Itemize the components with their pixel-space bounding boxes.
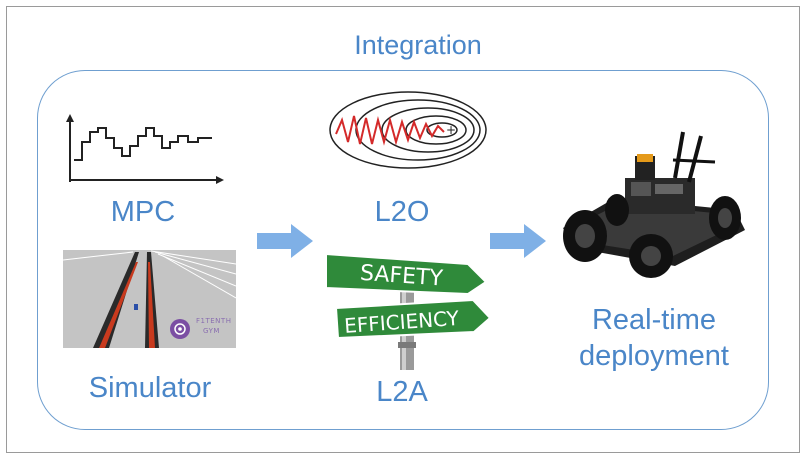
simulator-screenshot: F1TENTH GYM (63, 250, 236, 348)
svg-text:+: + (446, 123, 456, 137)
deployment-label-line1: Real-time (591, 304, 717, 336)
arrow-right-2-icon (490, 224, 546, 258)
safety-sign-text: SAFETY (359, 261, 444, 292)
simulator-label: Simulator (88, 372, 212, 404)
mpc-plot-icon (66, 114, 224, 184)
integration-box (37, 70, 769, 430)
l2o-label: L2O (374, 196, 430, 228)
l2a-label: L2A (376, 376, 428, 408)
l2o-contour-icon: + (329, 91, 487, 169)
integration-title: Integration (354, 30, 482, 60)
simulator-logo-line2: GYM (203, 327, 220, 335)
mpc-label: MPC (110, 196, 176, 228)
arrow-right-1-icon (257, 224, 313, 258)
race-car-icon (563, 131, 745, 278)
deployment-label-line2: deployment (579, 340, 729, 372)
simulator-logo-line1: F1TENTH (196, 317, 232, 325)
signpost-icon: SAFETY EFFICIENCY (325, 252, 492, 370)
